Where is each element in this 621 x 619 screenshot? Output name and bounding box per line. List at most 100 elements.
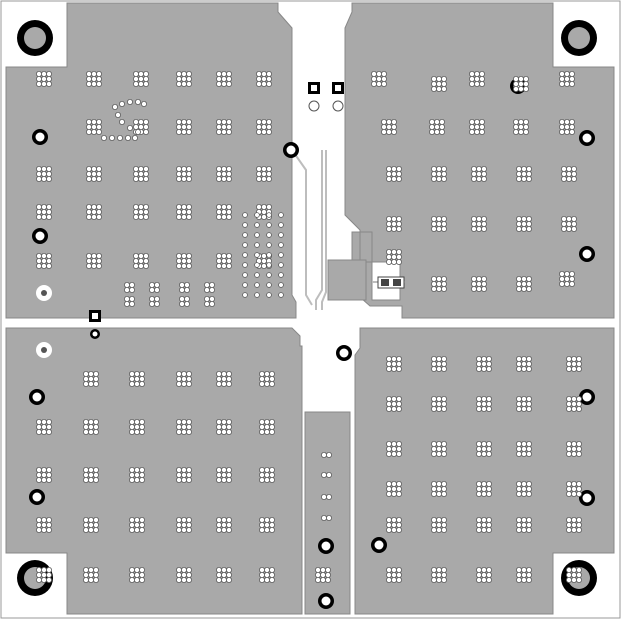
via bbox=[137, 208, 144, 215]
via bbox=[385, 253, 392, 260]
via bbox=[430, 360, 437, 367]
via bbox=[175, 577, 182, 584]
via bbox=[576, 405, 583, 412]
via bbox=[485, 365, 492, 372]
via bbox=[380, 81, 387, 88]
via bbox=[180, 471, 187, 478]
via bbox=[526, 285, 533, 292]
via bbox=[564, 124, 571, 131]
via bbox=[180, 175, 187, 182]
via bbox=[220, 124, 227, 131]
via bbox=[475, 365, 482, 372]
via bbox=[148, 281, 155, 288]
via bbox=[180, 567, 187, 574]
via bbox=[468, 119, 475, 126]
via bbox=[133, 527, 140, 534]
via bbox=[225, 76, 232, 83]
via bbox=[258, 471, 265, 478]
via bbox=[215, 567, 222, 574]
via bbox=[475, 527, 482, 534]
via bbox=[325, 515, 332, 522]
via bbox=[225, 476, 232, 483]
via bbox=[470, 165, 477, 172]
via bbox=[571, 517, 578, 524]
via bbox=[526, 480, 533, 487]
via bbox=[128, 370, 135, 377]
via bbox=[526, 567, 533, 574]
via bbox=[260, 128, 267, 135]
via bbox=[526, 165, 533, 172]
via bbox=[569, 270, 576, 277]
via bbox=[435, 445, 442, 452]
via bbox=[385, 440, 392, 447]
via bbox=[86, 119, 93, 126]
via bbox=[516, 527, 523, 534]
via bbox=[203, 295, 210, 302]
via bbox=[516, 572, 523, 579]
via bbox=[180, 208, 187, 215]
via bbox=[41, 213, 48, 220]
via bbox=[215, 522, 222, 529]
via bbox=[566, 490, 573, 497]
via bbox=[46, 175, 53, 182]
via bbox=[375, 81, 382, 88]
via bbox=[478, 71, 485, 78]
via bbox=[390, 360, 397, 367]
via bbox=[576, 355, 583, 362]
via bbox=[220, 170, 227, 177]
via bbox=[83, 423, 90, 430]
via bbox=[475, 355, 482, 362]
via bbox=[255, 81, 262, 88]
via bbox=[428, 119, 435, 126]
via bbox=[380, 119, 387, 126]
via bbox=[395, 405, 402, 412]
via bbox=[516, 445, 523, 452]
via bbox=[435, 280, 442, 287]
via bbox=[133, 577, 140, 584]
via bbox=[96, 252, 103, 259]
via bbox=[526, 395, 533, 402]
via bbox=[208, 295, 215, 302]
via bbox=[41, 428, 48, 435]
via bbox=[390, 577, 397, 584]
via bbox=[260, 262, 267, 269]
via bbox=[320, 451, 327, 458]
via bbox=[46, 567, 53, 574]
via bbox=[132, 76, 139, 83]
via bbox=[480, 480, 487, 487]
via bbox=[41, 76, 48, 83]
via bbox=[390, 258, 397, 265]
via bbox=[215, 423, 222, 430]
via bbox=[46, 577, 53, 584]
via bbox=[516, 400, 523, 407]
via bbox=[475, 220, 482, 227]
via bbox=[526, 405, 533, 412]
via bbox=[485, 360, 492, 367]
via bbox=[175, 262, 182, 269]
via-scatter bbox=[254, 222, 260, 228]
via bbox=[258, 375, 265, 382]
via-scatter bbox=[254, 232, 260, 238]
smd-pad-b bbox=[393, 279, 401, 286]
via bbox=[128, 286, 135, 293]
via bbox=[225, 262, 232, 269]
mounting-hole-inner-1 bbox=[568, 27, 590, 49]
via bbox=[180, 124, 187, 131]
via bbox=[258, 567, 265, 574]
smd-pads bbox=[308, 82, 405, 289]
via bbox=[526, 577, 533, 584]
via bbox=[526, 175, 533, 182]
via bbox=[314, 567, 321, 574]
via bbox=[185, 370, 192, 377]
via bbox=[46, 572, 53, 579]
via bbox=[561, 170, 568, 177]
via bbox=[385, 572, 392, 579]
via bbox=[320, 471, 327, 478]
via bbox=[564, 128, 571, 135]
via bbox=[516, 405, 523, 412]
via bbox=[440, 572, 447, 579]
via bbox=[203, 300, 210, 307]
via bbox=[124, 286, 131, 293]
via bbox=[435, 220, 442, 227]
via bbox=[435, 527, 442, 534]
